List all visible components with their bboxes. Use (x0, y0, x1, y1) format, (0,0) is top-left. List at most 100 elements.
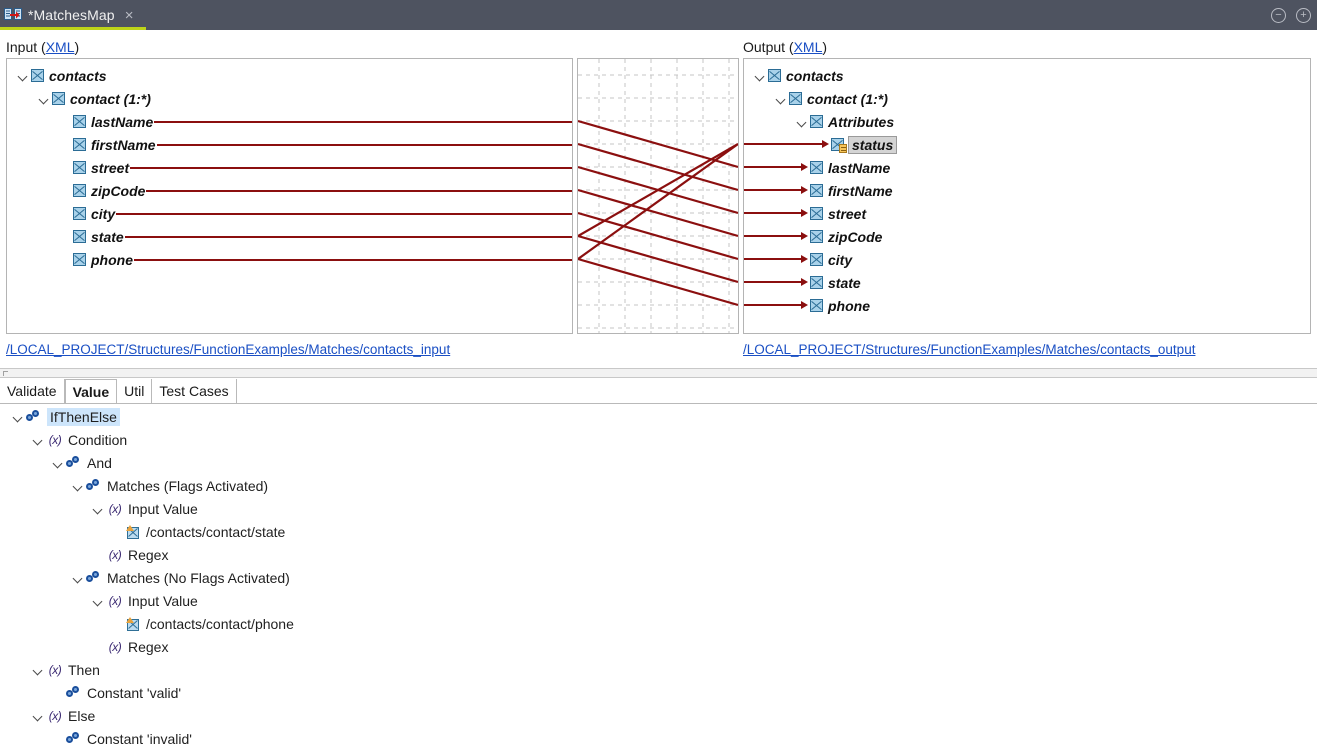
tree-spacer (57, 229, 73, 245)
xml-element-icon (73, 161, 86, 174)
xml-element-icon (810, 299, 823, 312)
maximize-icon[interactable]: + (1296, 7, 1311, 23)
tree-row[interactable]: city (744, 248, 852, 271)
tree-row[interactable]: phone (744, 294, 870, 317)
mapping-connection-line[interactable] (578, 143, 738, 260)
function-tree-row[interactable]: (x)Condition (0, 428, 127, 451)
chevron-down-icon[interactable] (70, 478, 86, 494)
tree-row[interactable]: lastName (7, 110, 153, 133)
chevron-down-icon[interactable] (30, 432, 46, 448)
chevron-down-icon[interactable] (30, 662, 46, 678)
mapping-arrow-stub[interactable] (744, 275, 810, 289)
tree-row[interactable]: firstName (7, 133, 156, 156)
input-label-prefix: Input ( (6, 39, 46, 55)
tree-row[interactable]: city (7, 202, 115, 225)
function-tree-row[interactable]: /contacts/contact/phone (0, 612, 294, 635)
mapping-connection-line[interactable] (578, 234, 738, 284)
function-tree-row[interactable]: (x)Input Value (0, 497, 198, 520)
chevron-down-icon[interactable] (90, 593, 106, 609)
chevron-down-icon[interactable] (70, 570, 86, 586)
tab-test-cases[interactable]: Test Cases (152, 379, 237, 403)
mapping-connection-line[interactable] (578, 257, 738, 307)
chevron-down-icon[interactable] (752, 68, 768, 84)
tree-row[interactable]: contact (1:*) (744, 87, 888, 110)
input-xml-link[interactable]: XML (45, 39, 75, 55)
mapping-connection-line[interactable] (578, 188, 738, 238)
mapping-line-stub[interactable] (125, 236, 572, 238)
chevron-down-icon[interactable] (36, 91, 52, 107)
chevron-down-icon[interactable] (50, 455, 66, 471)
function-tree-row[interactable]: Matches (No Flags Activated) (0, 566, 290, 589)
tree-row[interactable]: zipCode (744, 225, 882, 248)
tree-node-label: street (91, 159, 130, 176)
function-tree-row[interactable]: (x)Then (0, 658, 100, 681)
input-panel-label: Input (XML) (6, 39, 79, 55)
variable-icon: (x) (108, 547, 122, 562)
mapping-arrow-stub[interactable] (744, 160, 810, 174)
function-tree-label: Condition (68, 431, 128, 448)
xml-element-icon (73, 207, 86, 220)
tree-row[interactable]: contacts (7, 64, 107, 87)
chevron-down-icon[interactable] (10, 409, 26, 425)
mapping-arrow-stub[interactable] (744, 252, 810, 266)
tree-row[interactable]: lastName (744, 156, 890, 179)
tree-row[interactable]: status (744, 133, 898, 156)
mapping-arrow-stub[interactable] (744, 183, 810, 197)
tree-row[interactable]: state (7, 225, 124, 248)
mapping-arrow-stub[interactable] (744, 229, 810, 243)
tree-row[interactable]: phone (7, 248, 133, 271)
connection-canvas[interactable] (577, 58, 739, 334)
tree-node-label: city (91, 205, 116, 222)
tree-row[interactable]: street (744, 202, 866, 225)
function-tree-row[interactable]: (x)Regex (0, 543, 169, 566)
mapping-connection-line[interactable] (578, 142, 738, 192)
mapping-line-stub[interactable] (130, 167, 572, 169)
function-tree-row[interactable]: Constant 'valid' (0, 681, 181, 704)
chevron-down-icon[interactable] (30, 708, 46, 724)
function-tree-row[interactable]: IfThenElse (0, 405, 120, 428)
editor-tab-matchesmap[interactable]: *MatchesMap × (0, 0, 147, 30)
output-path-link[interactable]: /LOCAL_PROJECT/Structures/FunctionExampl… (743, 342, 1196, 357)
close-icon[interactable]: × (124, 6, 134, 24)
output-xml-link[interactable]: XML (793, 39, 823, 55)
chevron-down-icon[interactable] (90, 501, 106, 517)
tree-row[interactable]: state (744, 271, 861, 294)
tree-row[interactable]: Attributes (744, 110, 894, 133)
function-icon (86, 478, 102, 494)
function-tree-row[interactable]: (x)Regex (0, 635, 169, 658)
mapping-line-stub[interactable] (157, 144, 572, 146)
function-tree-row[interactable]: (x)Input Value (0, 589, 198, 612)
mapping-arrow-stub[interactable] (744, 137, 831, 151)
tab-util[interactable]: Util (117, 379, 153, 403)
mapping-connection-line[interactable] (578, 143, 738, 237)
function-tree-row[interactable]: And (0, 451, 112, 474)
mapping-line-stub[interactable] (134, 259, 572, 261)
function-tree-row[interactable]: (x)Else (0, 704, 95, 727)
tab-value[interactable]: Value (64, 379, 118, 403)
tree-row[interactable]: contacts (744, 64, 844, 87)
mapping-arrow-stub[interactable] (744, 206, 810, 220)
tab-validate[interactable]: Validate (0, 379, 65, 403)
mapping-line-stub[interactable] (116, 213, 572, 215)
tree-node-label: lastName (91, 113, 154, 130)
chevron-down-icon[interactable] (794, 114, 810, 130)
function-tree-row[interactable]: Constant 'invalid' (0, 727, 192, 750)
function-tree-row[interactable]: /contacts/contact/state (0, 520, 285, 543)
chevron-down-icon[interactable] (773, 91, 789, 107)
minimize-icon[interactable]: − (1271, 7, 1286, 23)
tree-row[interactable]: firstName (744, 179, 893, 202)
mapping-line-stub[interactable] (146, 190, 572, 192)
input-path-link[interactable]: /LOCAL_PROJECT/Structures/FunctionExampl… (6, 342, 451, 357)
function-tree-row[interactable]: Matches (Flags Activated) (0, 474, 268, 497)
tree-row[interactable]: contact (1:*) (7, 87, 151, 110)
chevron-down-icon[interactable] (15, 68, 31, 84)
mapping-arrow-stub[interactable] (744, 298, 810, 312)
splitter-sash[interactable] (0, 368, 1317, 378)
tree-row[interactable]: zipCode (7, 179, 145, 202)
mapping-line-stub[interactable] (154, 121, 572, 123)
tree-row[interactable]: street (7, 156, 129, 179)
tree-node-label: status (847, 135, 898, 154)
